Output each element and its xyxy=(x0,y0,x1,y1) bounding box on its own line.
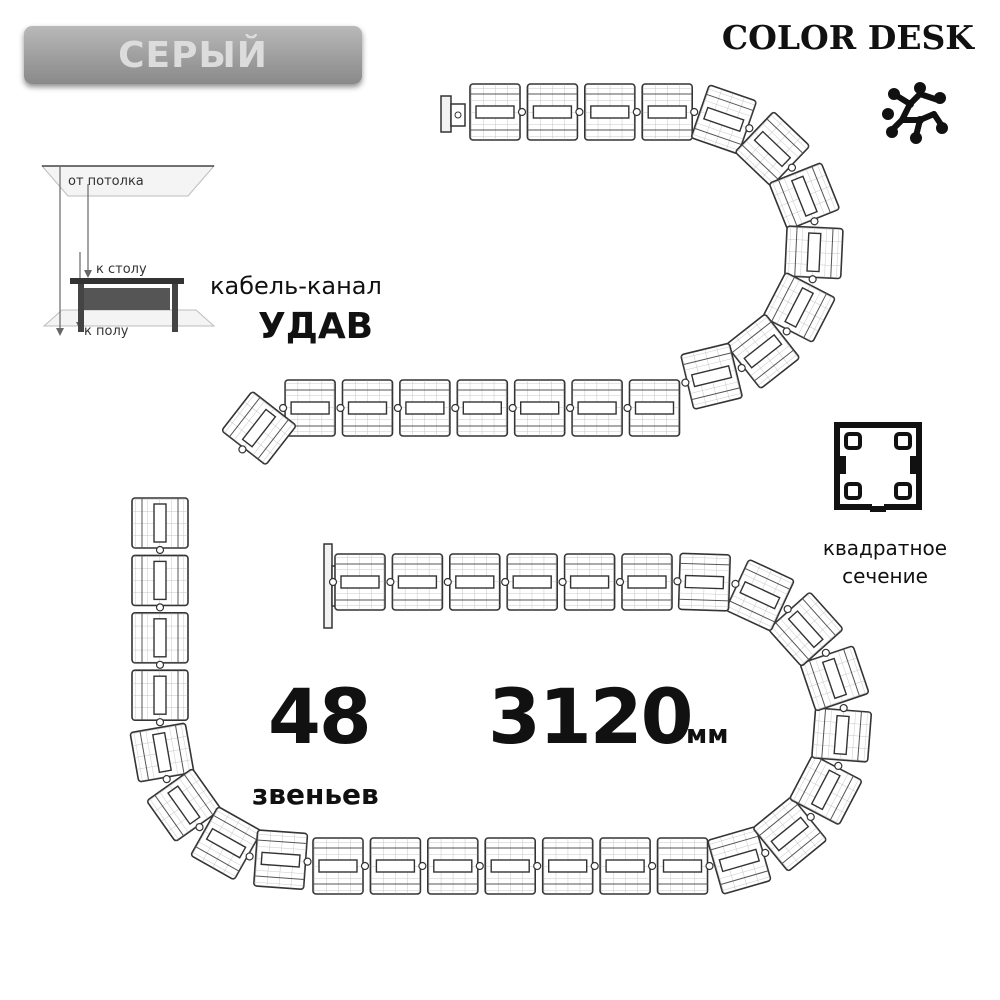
chain-link xyxy=(811,703,873,763)
chain-link xyxy=(221,391,297,465)
chain-link xyxy=(469,83,527,141)
chain-link xyxy=(583,83,641,141)
chain-link xyxy=(691,84,757,155)
chain-link xyxy=(336,379,394,437)
chain-link xyxy=(784,225,844,284)
chain-link xyxy=(725,559,795,631)
length-unit: мм xyxy=(686,720,729,750)
chain-links xyxy=(129,83,873,895)
chain-link xyxy=(328,553,386,611)
product-name: УДАВ xyxy=(258,306,374,347)
chain-link xyxy=(508,379,566,437)
chain-link xyxy=(279,379,336,437)
chain-link xyxy=(253,829,312,891)
chain-link xyxy=(615,553,673,611)
chain-link xyxy=(501,553,559,611)
to-floor-label: к полу xyxy=(84,324,129,339)
chain-end-plate-top xyxy=(440,95,466,133)
chain-link xyxy=(526,83,584,141)
chain-link xyxy=(769,162,840,230)
chain-link xyxy=(426,837,484,895)
chain-link xyxy=(129,722,195,784)
color-name: СЕРЫЙ xyxy=(118,34,268,76)
chain-link xyxy=(386,553,444,611)
chain-link xyxy=(707,826,772,895)
chain-link xyxy=(312,837,370,895)
square-profile-icon xyxy=(834,422,922,512)
chain-link xyxy=(541,837,599,895)
chain-link xyxy=(190,806,262,880)
chain-link xyxy=(673,552,731,612)
chain-link xyxy=(565,379,623,437)
chain-link xyxy=(623,379,681,437)
chain-link xyxy=(146,768,221,842)
chain-link xyxy=(131,554,189,612)
brand-name: COLOR DESK xyxy=(721,18,974,57)
chain-link xyxy=(369,837,427,895)
mounting-diagram xyxy=(40,165,216,336)
chain-link xyxy=(789,754,862,825)
links-count: 48 xyxy=(268,672,372,761)
links-label: звеньев xyxy=(252,778,379,811)
chain-link xyxy=(451,379,509,437)
section-label: квадратное сечение xyxy=(800,534,970,590)
chain-link xyxy=(726,314,800,389)
to-table-label: к столу xyxy=(96,262,147,277)
chain-link xyxy=(131,497,189,555)
chain-link xyxy=(484,837,542,895)
chain-link xyxy=(641,83,699,141)
product-type: кабель-канал xyxy=(210,272,382,300)
section-label-line1: квадратное xyxy=(822,536,948,560)
chain-link xyxy=(131,611,189,669)
chain-link xyxy=(599,837,657,895)
section-label-line2: сечение xyxy=(842,564,928,588)
chain-link xyxy=(680,342,743,410)
from-ceiling-label: от потолка xyxy=(68,174,144,189)
length-value: 3120 xyxy=(488,672,694,761)
molecule-logo-icon xyxy=(882,82,948,144)
chain-link xyxy=(558,553,616,611)
chain-link xyxy=(753,796,827,872)
chain-link xyxy=(768,592,843,667)
chain-link xyxy=(656,837,714,895)
chain-link xyxy=(443,553,501,611)
chain-link xyxy=(735,111,810,187)
chain-link xyxy=(799,645,870,712)
chain-link xyxy=(393,379,451,437)
chain-link xyxy=(131,669,189,727)
color-badge: СЕРЫЙ xyxy=(24,26,362,84)
chain-link xyxy=(762,272,836,343)
